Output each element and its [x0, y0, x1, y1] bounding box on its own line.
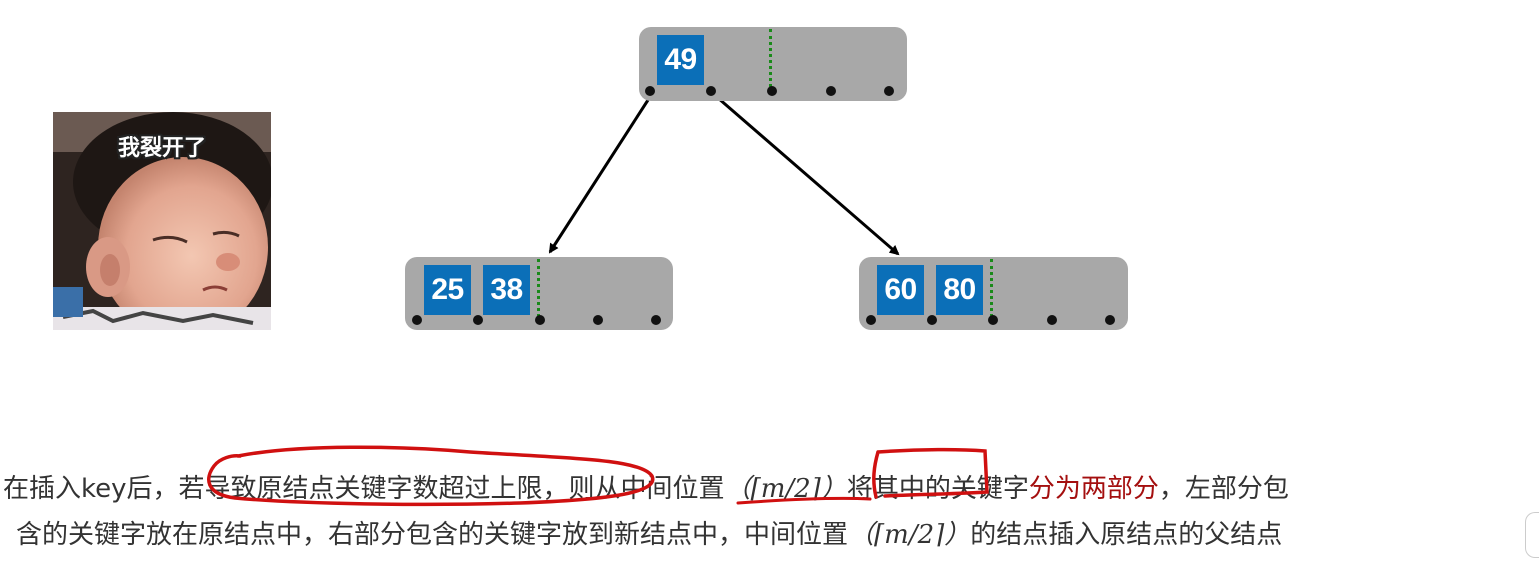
text-segment: ，左部分包 — [1158, 474, 1289, 504]
split-divider — [990, 259, 993, 317]
meme-image: 我裂开了 — [53, 112, 271, 330]
split-divider — [769, 29, 772, 87]
child-pointer — [645, 86, 655, 96]
underlined-text: 中间位置 — [620, 474, 725, 504]
child-pointer — [826, 86, 836, 96]
right-key-60: 60 — [877, 265, 924, 315]
split-divider — [537, 259, 540, 317]
baby-face-illustration — [53, 112, 271, 330]
text-segment: 在插入key后， — [3, 474, 179, 504]
edge-root-to-left — [548, 99, 650, 254]
child-pointer — [1105, 315, 1115, 325]
child-pointer — [988, 315, 998, 325]
child-pointer — [927, 315, 937, 325]
left-child-node: 25 38 — [405, 257, 673, 330]
text-segment: 将其中的关键字 — [846, 474, 1029, 504]
left-key-25: 25 — [424, 265, 471, 315]
edge-root-to-right — [717, 96, 900, 256]
right-child-node: 60 80 — [859, 257, 1128, 330]
child-pointer — [593, 315, 603, 325]
child-pointer — [535, 315, 545, 325]
child-pointer — [473, 315, 483, 325]
circled-text: 若导致原结点关键字数超过上限 — [178, 474, 543, 504]
boxed-math: （⌈m/2⌉） — [724, 474, 847, 504]
text-segment: 含的关键字放在原结点中，右部分包含的关键字放到新结点中，中间位置 — [16, 520, 849, 550]
child-pointer — [412, 315, 422, 325]
child-pointer — [706, 86, 716, 96]
right-key-80: 80 — [936, 265, 983, 315]
child-pointer — [651, 315, 661, 325]
child-pointer — [884, 86, 894, 96]
inline-math: （⌈m/2⌉） — [848, 520, 971, 550]
root-node: 49 — [639, 27, 907, 101]
root-key-49: 49 — [657, 35, 704, 85]
child-pointer — [767, 86, 777, 96]
text-segment: 的结点插入原结点的父结点 — [970, 520, 1283, 550]
highlighted-text: 分为两部分 — [1028, 474, 1159, 504]
left-key-38: 38 — [483, 265, 530, 315]
explanation-line-1: 在插入key后，若导致原结点关键字数超过上限，则从中间位置（⌈m/2⌉）将其中的… — [3, 468, 1289, 505]
meme-caption: 我裂开了 — [117, 136, 206, 161]
child-pointer — [866, 315, 876, 325]
scroll-edge[interactable] — [1525, 512, 1539, 558]
text-segment: ，则从 — [542, 474, 621, 504]
child-pointer — [1047, 315, 1057, 325]
explanation-line-2: 含的关键字放在原结点中，右部分包含的关键字放到新结点中，中间位置（⌈m/2⌉）的… — [16, 514, 1282, 551]
